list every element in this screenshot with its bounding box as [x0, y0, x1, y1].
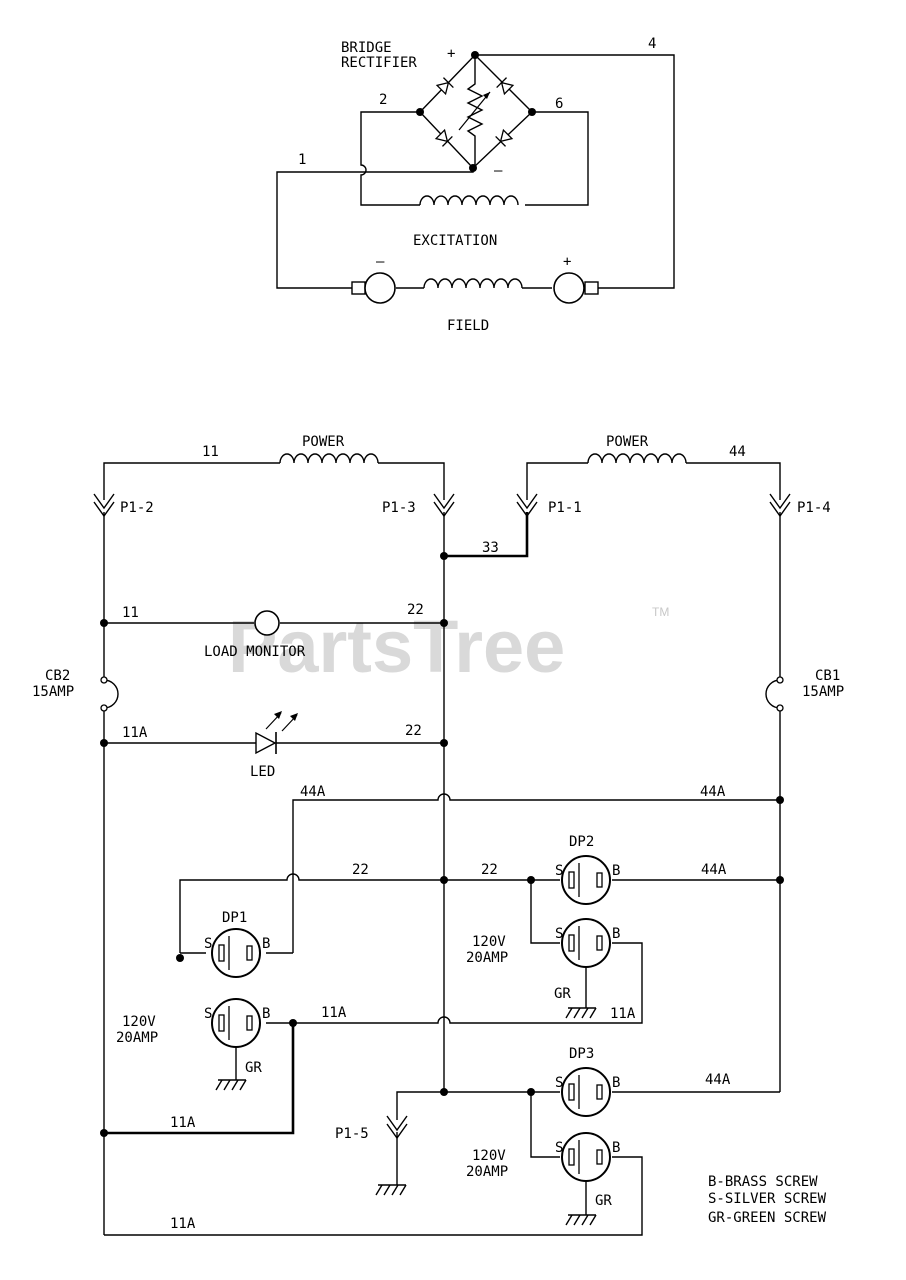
wire-44a-dp2-label: 44A [701, 862, 727, 878]
excitation-coil [419, 195, 519, 206]
ground-symbols [215, 967, 597, 1226]
wire-44a-left-label: 44A [300, 784, 326, 800]
watermark: PartsTree [228, 605, 565, 688]
wire-11a-left-label: 11A [170, 1115, 196, 1131]
excitation-label: EXCITATION [413, 233, 497, 249]
receptacle-dp1-upper [211, 928, 261, 978]
wire-11-top-label: 11 [202, 444, 219, 460]
dp1-gr-label: GR [245, 1060, 262, 1076]
wire-11-load-label: 11 [122, 605, 139, 621]
receptacle-dp3-upper [561, 1067, 611, 1117]
wire-6-label: 6 [555, 96, 563, 112]
dp1-upper-b-label: B [262, 936, 270, 952]
dp1-upper-s-label: S [204, 936, 212, 952]
receptacle-dp1-lower [211, 998, 261, 1048]
wire-22-load-label: 22 [407, 602, 424, 618]
p1-3-label: P1-3 [382, 500, 416, 516]
wire-33-label: 33 [482, 540, 499, 556]
dp1-lower-b-label: B [262, 1006, 270, 1022]
wire-44a-right-label: 44A [700, 784, 726, 800]
power-right-label: POWER [606, 434, 649, 450]
field-brushes [351, 272, 599, 304]
led-symbol [255, 711, 298, 755]
p1-4-label: P1-4 [797, 500, 831, 516]
top-wires [276, 54, 675, 289]
wire-4-label: 4 [648, 36, 656, 52]
field-plus-label: + [563, 254, 571, 270]
cb2-name-label: CB2 [45, 668, 70, 684]
bridge-minus-label: – [494, 163, 503, 179]
dp3-gr-label: GR [595, 1193, 612, 1209]
dp2-lower-b-label: B [612, 926, 620, 942]
cb2-rating-label: 15AMP [32, 684, 74, 700]
dp1-label: DP1 [222, 910, 247, 926]
p1-5-label: P1-5 [335, 1126, 369, 1142]
wire-11a-bottom-label: 11A [170, 1216, 196, 1232]
power-left-label: POWER [302, 434, 345, 450]
bottom-wires [103, 462, 781, 1236]
dp3-upper-s-label: S [555, 1075, 563, 1091]
dp2-label: DP2 [569, 834, 594, 850]
bridge-rectifier [416, 51, 536, 172]
bridge-plus-label: + [447, 46, 455, 62]
power-coils [279, 453, 687, 464]
dp2-lower-s-label: S [555, 926, 563, 942]
legend-brass: B-BRASS SCREW [708, 1174, 818, 1190]
wire-22-dp1-label: 22 [352, 862, 369, 878]
bridge-label-line1: BRIDGE [341, 40, 392, 56]
cb1-name-label: CB1 [815, 668, 840, 684]
connector-symbols [93, 493, 791, 1140]
receptacle-dp2-upper [561, 855, 611, 905]
dp2-amps-label: 20AMP [466, 950, 508, 966]
wire-1-label: 1 [298, 152, 306, 168]
dp1-amps-label: 20AMP [116, 1030, 158, 1046]
p1-1-label: P1-1 [548, 500, 582, 516]
wire-44a-dp3-label: 44A [705, 1072, 731, 1088]
watermark-tm: TM [652, 605, 669, 619]
wire-22-dp2-label: 22 [481, 862, 498, 878]
dp3-upper-b-label: B [612, 1075, 620, 1091]
field-label: FIELD [447, 318, 489, 334]
dp2-upper-b-label: B [612, 863, 620, 879]
load-monitor-label: LOAD MONITOR [204, 644, 306, 660]
junction-dots [100, 552, 784, 1137]
dp1-lower-s-label: S [204, 1006, 212, 1022]
p1-2-label: P1-2 [120, 500, 154, 516]
receptacle-dp2-lower [561, 918, 611, 968]
bridge-label-line2: RECTIFIER [341, 55, 417, 71]
legend-silver: S-SILVER SCREW [708, 1191, 827, 1207]
wire-44-top-label: 44 [729, 444, 746, 460]
cb1-rating-label: 15AMP [802, 684, 844, 700]
dp2-gr-label: GR [554, 986, 571, 1002]
field-minus-label: – [376, 254, 385, 270]
dp3-label: DP3 [569, 1046, 594, 1062]
led-label: LED [250, 764, 275, 780]
field-coil [423, 278, 523, 289]
wire-11a-led-label: 11A [122, 725, 148, 741]
receptacle-dp3-lower [561, 1132, 611, 1182]
wire-11a-dp1-label: 11A [321, 1005, 347, 1021]
dp3-lower-s-label: S [555, 1140, 563, 1156]
dp3-volts-label: 120V [472, 1148, 506, 1164]
wire-2-label: 2 [379, 92, 387, 108]
dp2-upper-s-label: S [555, 863, 563, 879]
load-monitor-lamp [254, 610, 280, 636]
dp3-amps-label: 20AMP [466, 1164, 508, 1180]
dp3-lower-b-label: B [612, 1140, 620, 1156]
dp1-volts-label: 120V [122, 1014, 156, 1030]
circuit-breaker-contacts [100, 676, 784, 712]
wire-11a-dp2-label: 11A [610, 1006, 636, 1022]
dp2-volts-label: 120V [472, 934, 506, 950]
wire-22-led-label: 22 [405, 723, 422, 739]
legend-green: GR-GREEN SCREW [708, 1210, 827, 1226]
